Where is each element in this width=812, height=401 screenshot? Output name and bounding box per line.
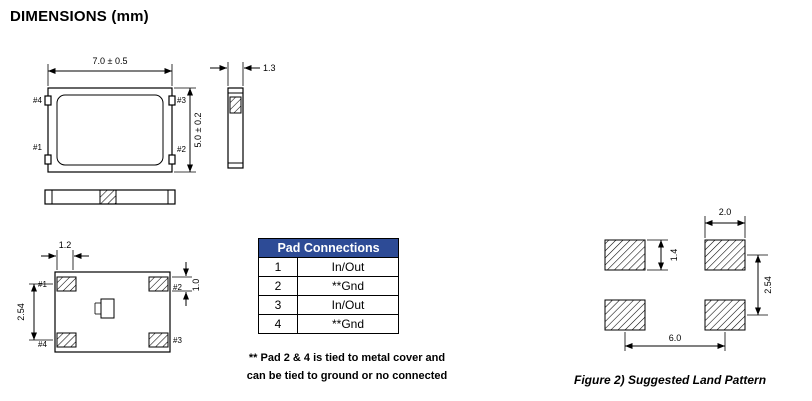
pad-number: 1 — [258, 257, 298, 277]
pad-connection: In/Out — [297, 295, 399, 315]
top-view-pad2-label: #2 — [177, 145, 186, 154]
top-view-width-dim: 7.0 ± 0.5 — [93, 56, 128, 66]
table-header-row: Pad Connections — [258, 238, 399, 258]
bottom-view-pad3-label: #3 — [173, 336, 182, 345]
top-view-pad3-label: #3 — [177, 96, 186, 105]
pad-table-header: Pad Connections — [258, 238, 399, 258]
table-row: 4 **Gnd — [258, 314, 399, 334]
land-pattern-vertical-pitch-dim: 2.54 — [763, 276, 773, 294]
page-title: DIMENSIONS (mm) — [10, 8, 149, 25]
pad-number: 2 — [258, 276, 298, 296]
figure-caption: Figure 2) Suggested Land Pattern — [574, 373, 767, 387]
pad-connection: **Gnd — [297, 276, 399, 296]
side-view-thickness-dim: 1.3 — [263, 63, 276, 73]
footnote-line2: can be tied to ground or no connected — [246, 370, 448, 382]
footnote: ** Pad 2 & 4 is tied to metal cover and … — [238, 349, 456, 385]
land-pattern-pad-height-dim: 1.4 — [669, 249, 679, 262]
top-view-pad1-label: #1 — [33, 143, 42, 152]
pad-connection: In/Out — [297, 257, 399, 277]
top-view-height-dim: 5.0 ± 0.2 — [193, 113, 203, 148]
land-pattern-drawing: 2.0 1.4 2.54 6.0 — [604, 207, 773, 351]
table-row: 1 In/Out — [258, 257, 399, 277]
footnote-line1: ** Pad 2 & 4 is tied to metal cover and — [248, 352, 446, 364]
package-side-view: 1.3 — [210, 62, 276, 169]
package-top-view: #4 #3 #1 #2 7.0 ± 0.5 5.0 ± 0.2 — [33, 56, 203, 173]
pad-number: 3 — [258, 295, 298, 315]
pad-number: 4 — [258, 314, 298, 334]
top-view-pad4-label: #4 — [33, 96, 42, 105]
pad-connection: **Gnd — [297, 314, 399, 334]
pad-connections-table: Pad Connections 1 In/Out 2 **Gnd 3 In/Ou… — [258, 238, 399, 334]
land-pattern-pad-width-dim: 2.0 — [719, 207, 732, 217]
package-edge-view — [44, 189, 176, 205]
package-bottom-view: #1 #2 #3 #4 1.2 2.54 1.0 — [16, 240, 201, 353]
bottom-view-pitch-dim: 2.54 — [16, 303, 26, 321]
bottom-view-pad4-label: #4 — [38, 340, 47, 349]
bottom-view-pad2-label: #2 — [173, 283, 182, 292]
bottom-view-pad-height-dim: 1.0 — [191, 279, 201, 292]
table-row: 2 **Gnd — [258, 276, 399, 296]
bottom-view-pad-width-dim: 1.2 — [59, 240, 72, 250]
bottom-view-pad1-label: #1 — [38, 280, 47, 289]
land-pattern-horizontal-pitch-dim: 6.0 — [669, 333, 682, 343]
table-row: 3 In/Out — [258, 295, 399, 315]
